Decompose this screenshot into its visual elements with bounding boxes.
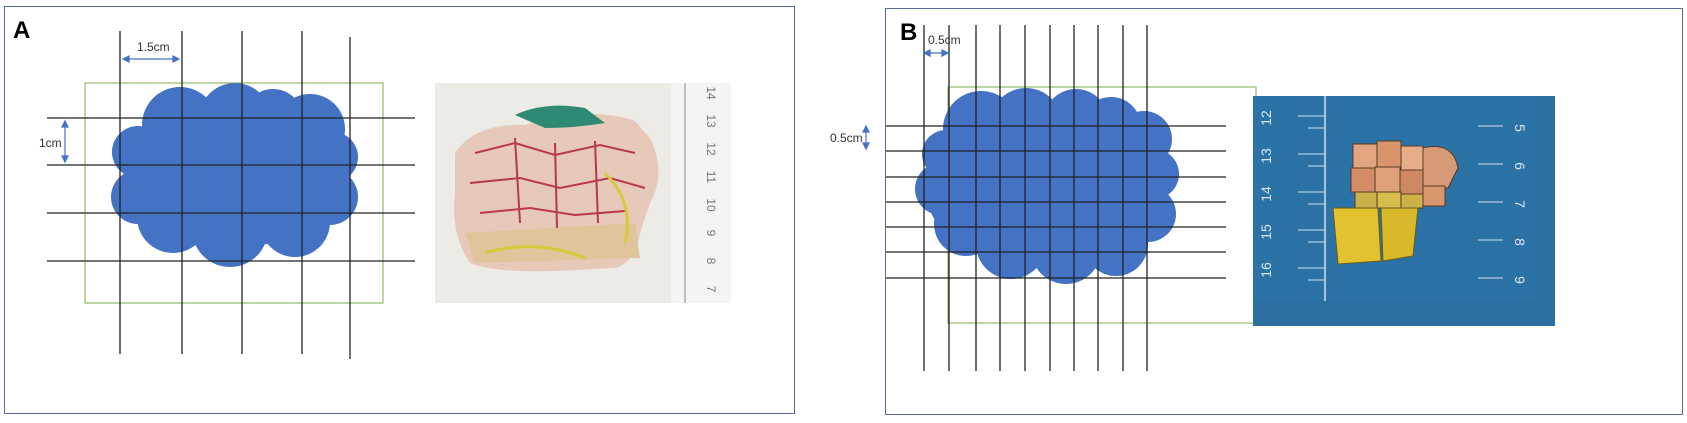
ruler-number-left: 14 (1258, 186, 1274, 202)
tumor-outline-a (111, 83, 358, 267)
ruler-number: 9 (704, 230, 718, 237)
vertical-grid-lines-b (923, 25, 1148, 371)
horizontal-grid-lines-b (886, 125, 1226, 279)
ruler-number-right: 5 (1512, 124, 1528, 132)
vertical-grid-lines-a (119, 31, 351, 359)
ruler-number: 7 (704, 286, 718, 293)
panel-letter-a: A (13, 17, 31, 44)
ruler-number: 8 (704, 258, 718, 265)
panel-a: A (4, 6, 795, 414)
ruler-number-left: 16 (1258, 262, 1274, 278)
ruler-number: 14 (704, 86, 718, 100)
ruler-number-left: 12 (1258, 110, 1274, 126)
ruler-number: 10 (704, 198, 718, 212)
vertical-spacing-label-a: 1cm (39, 136, 62, 150)
panel-letter-b: B (900, 19, 918, 46)
specimen-photo-a: 14 13 12 11 10 9 8 7 (435, 83, 731, 303)
vertical-spacing-label-b: 0.5cm (830, 131, 863, 145)
ruler-number-right: 7 (1512, 200, 1528, 208)
ruler-number-right: 9 (1512, 276, 1528, 284)
specimen-photo-b: 12 13 14 15 16 5 6 7 8 9 (1253, 96, 1555, 326)
sampling-grid-diagram-a: 1.5cm 1cm (39, 31, 415, 359)
ruler-number: 12 (704, 142, 718, 156)
ruler-number: 11 (704, 171, 718, 184)
sampling-grid-diagram-b (886, 25, 1257, 371)
panel-b: B (885, 8, 1683, 415)
ruler-number-left: 15 (1258, 224, 1274, 240)
ruler-number-right: 6 (1512, 162, 1528, 170)
horizontal-spacing-label-a: 1.5cm (137, 40, 170, 54)
ruler-number: 13 (704, 114, 718, 128)
ruler-number-right: 8 (1512, 238, 1528, 246)
specimen-tissue-b (1332, 140, 1459, 265)
ruler-number-left: 13 (1258, 148, 1274, 164)
horizontal-grid-lines-a (47, 117, 415, 262)
sampling-frame-a (84, 82, 384, 304)
